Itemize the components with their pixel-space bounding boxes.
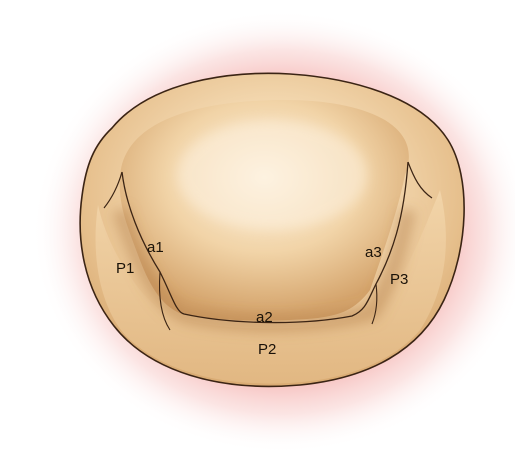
label-a1: a1 — [147, 240, 164, 255]
label-a2: a2 — [256, 310, 273, 325]
anterior-highlight — [177, 120, 367, 230]
label-p1: P1 — [116, 261, 134, 276]
label-a3: a3 — [365, 245, 382, 260]
label-p2: P2 — [258, 342, 276, 357]
label-p3: P3 — [390, 272, 408, 287]
